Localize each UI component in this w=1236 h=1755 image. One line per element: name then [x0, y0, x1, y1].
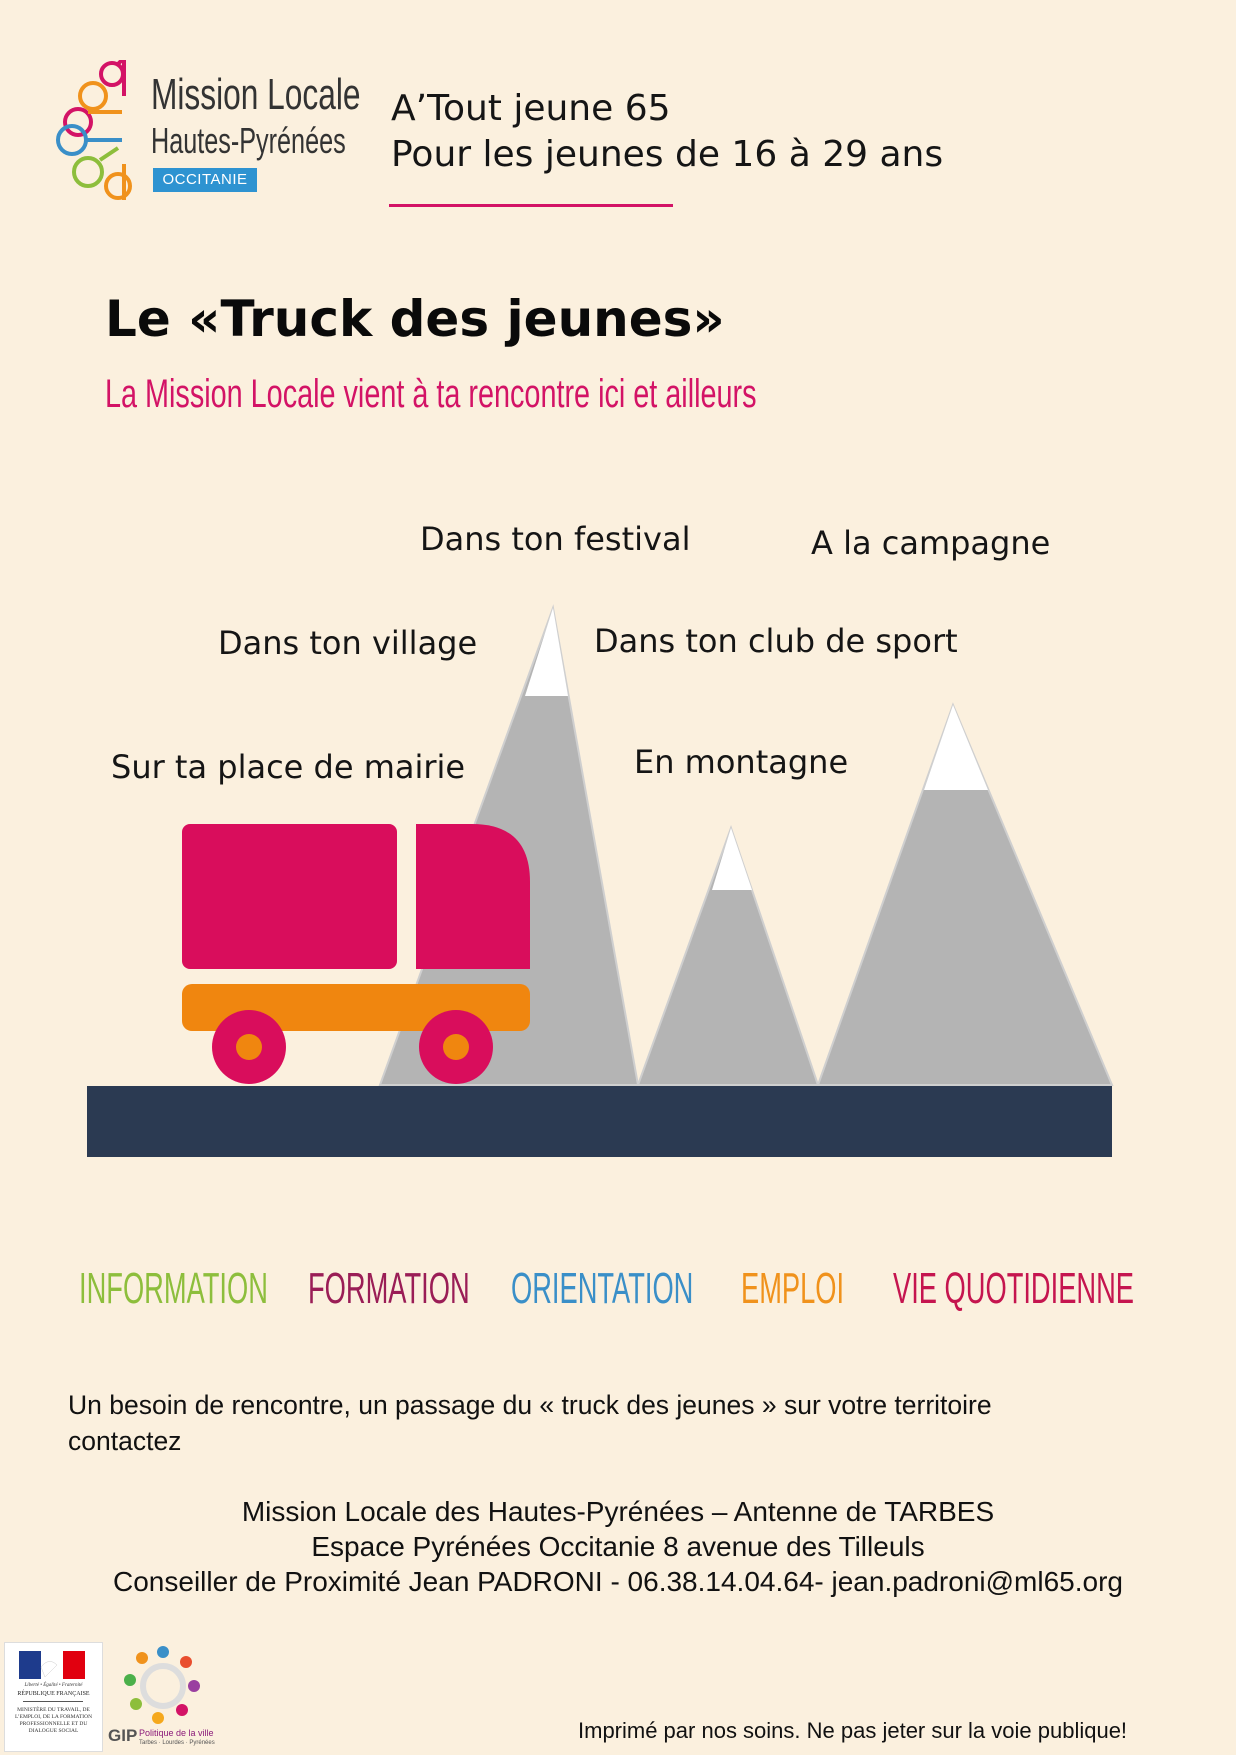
- mountain-right: [816, 702, 1114, 1086]
- truck-cargo: [182, 824, 397, 969]
- page-title: Le «Truck des jeunes»: [105, 290, 725, 348]
- gip-cities: Tarbes · Lourdes · Pyrénées: [139, 1740, 215, 1746]
- page-subtitle: La Mission Locale vient à ta rencontre i…: [105, 372, 757, 416]
- place-festival: Dans ton festival: [420, 520, 691, 558]
- place-village: Dans ton village: [218, 624, 478, 662]
- truck: [182, 824, 530, 1084]
- gip-label: GIP: [108, 1726, 138, 1745]
- logo-subtitle: Hautes-Pyrénées: [151, 120, 346, 161]
- header-underline: [389, 204, 673, 207]
- gip-logo: GIP Politique de la ville Tarbes · Lourd…: [108, 1642, 220, 1750]
- marianne-flag-icon: [19, 1651, 85, 1679]
- logo-badge: OCCITANIE: [153, 168, 257, 192]
- contact-line-3: Conseiller de Proximité Jean PADRONI - 0…: [113, 1566, 1123, 1597]
- ministry-logo: Liberté • Égalité • Fraternité RÉPUBLIQU…: [4, 1642, 103, 1752]
- request-line-1: Un besoin de rencontre, un passage du « …: [68, 1390, 992, 1420]
- request-line-2: contactez: [68, 1426, 182, 1456]
- theme-emploi: EMPLOI: [741, 1264, 845, 1313]
- ministry-motto: Liberté • Égalité • Fraternité: [24, 1683, 83, 1688]
- header-line-2: Pour les jeunes de 16 à 29 ans: [391, 134, 944, 175]
- theme-vie-quotidienne: VIE QUOTIDIENNE: [893, 1264, 1135, 1313]
- contact-line-2: Espace Pyrénées Occitanie 8 avenue des T…: [311, 1531, 925, 1562]
- place-mairie: Sur ta place de mairie: [111, 748, 466, 786]
- theme-information: INFORMATION: [79, 1264, 268, 1313]
- header-line-1: A’Tout jeune 65: [391, 88, 671, 129]
- mission-locale-logo: Mission Locale Hautes-Pyrénées OCCITANIE: [52, 60, 362, 210]
- ministry-republic: RÉPUBLIQUE FRANÇAISE: [17, 1691, 90, 1697]
- people-circle-icon: [124, 1646, 200, 1724]
- truck-illustration: [87, 604, 1114, 1157]
- place-montagne: En montagne: [634, 743, 849, 781]
- gip-subtitle: Politique de la ville: [139, 1728, 214, 1738]
- theme-orientation: ORIENTATION: [511, 1264, 694, 1313]
- footer-notice: Imprimé par nos soins. Ne pas jeter sur …: [578, 1718, 1128, 1743]
- road: [87, 1086, 1112, 1157]
- ministry-name: MINISTÈRE DU TRAVAIL, DE L’EMPLOI, DE LA…: [14, 1707, 93, 1734]
- truck-cab: [416, 824, 530, 969]
- place-club: Dans ton club de sport: [594, 622, 958, 660]
- contact-line-1: Mission Locale des Hautes-Pyrénées – Ant…: [241, 1496, 995, 1527]
- logo-title: Mission Locale: [151, 70, 361, 119]
- mountain-small: [636, 824, 820, 1086]
- theme-formation: FORMATION: [308, 1264, 470, 1313]
- place-campagne: A la campagne: [811, 524, 1051, 562]
- logo-figures-icon: [56, 60, 132, 200]
